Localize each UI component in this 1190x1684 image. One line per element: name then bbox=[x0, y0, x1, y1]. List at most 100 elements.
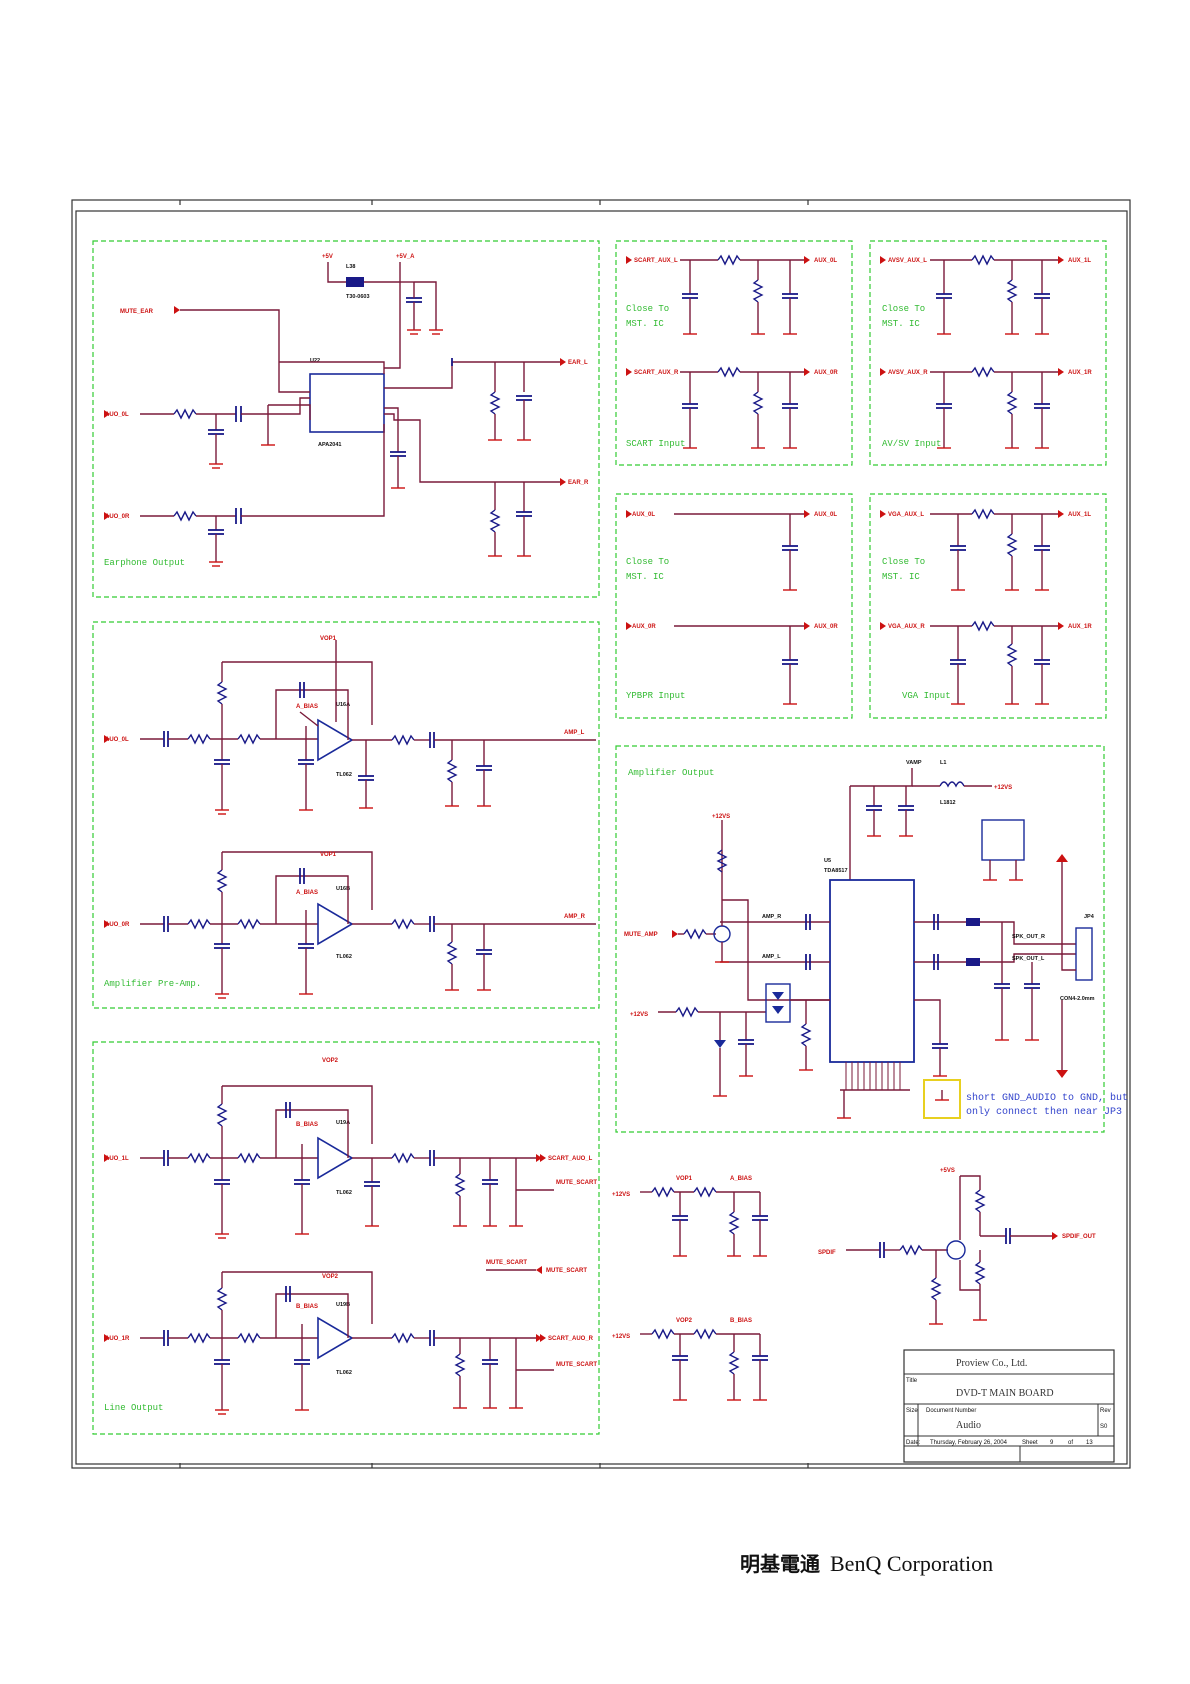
label-nets-vga-aux-r: VGA_AUX_R bbox=[888, 624, 925, 630]
block-label-preamp: Amplifier Pre-Amp. bbox=[104, 979, 201, 989]
block-label-ypbpr: YPBPR Input bbox=[626, 691, 685, 701]
net-5v: +5V bbox=[322, 254, 333, 260]
label-parts-l1: L1 bbox=[940, 760, 946, 766]
bias-generator-b: +12VS VOP2 B_BIAS bbox=[612, 1318, 768, 1401]
label-parts-u16b: U16B bbox=[336, 886, 350, 892]
label-nets-aux-1l: AUX_1L bbox=[1068, 258, 1091, 264]
net-ear-l: EAR_L bbox=[568, 360, 588, 366]
label-nets-avsv-aux-r: AVSV_AUX_R bbox=[888, 370, 928, 376]
jumper-j2 bbox=[981, 819, 1025, 861]
label-nets-amp-l: AMP_L bbox=[762, 954, 781, 960]
transistor-q18 bbox=[946, 1240, 966, 1260]
label-close-to-0: Close To bbox=[626, 304, 669, 314]
preamp-channel-r: AUO_0R U16B TL062 VOP1 A_BIAS bbox=[104, 851, 596, 999]
net-auo-0l: AUO_0L bbox=[105, 412, 129, 418]
preamp-channel-l: AUO_0L U16A TL062 A_BIAS bbox=[104, 640, 596, 815]
opamp-u16b bbox=[317, 902, 354, 946]
opamp-u16a bbox=[317, 718, 354, 762]
label-nets-spk-out-r: SPK_OUT_R bbox=[1012, 934, 1045, 940]
amplifier-output-block: Amplifier Output VAMP L1 L1812 +12VS U5 … bbox=[615, 745, 1128, 1133]
label-nets-a-bias: A_BIAS bbox=[296, 704, 318, 710]
label-title-block-doc-label: Document Number bbox=[926, 1408, 976, 1414]
note-line-2: only connect then near JP3 bbox=[966, 1106, 1122, 1118]
label-nets-p12vs: +12VS bbox=[612, 1192, 630, 1198]
ic-u22 bbox=[309, 373, 385, 433]
diode-d1 bbox=[765, 983, 791, 1023]
label-nets-avsv-aux-l: AVSV_AUX_L bbox=[888, 258, 927, 264]
opamp-u19b bbox=[317, 1316, 354, 1360]
scart-input-block: SCART Input Close To MST. IC SCART_AUX_L… bbox=[615, 240, 853, 466]
net-vamp: VAMP bbox=[906, 760, 922, 766]
net-amp-l: AMP_L bbox=[564, 730, 585, 736]
label-nets-vop2: VOP2 bbox=[322, 1058, 339, 1064]
label-nets-aux-0r: AUX_0R bbox=[632, 624, 656, 630]
title-board: DVD-T MAIN BOARD bbox=[956, 1388, 1054, 1399]
net-amp-r: AMP_R bbox=[564, 914, 586, 920]
label-parts-u5: U5 bbox=[824, 858, 831, 864]
label-parts-u16a: U16A bbox=[336, 702, 350, 708]
block-label-scart: SCART Input bbox=[626, 439, 685, 449]
block-label-earphone: Earphone Output bbox=[104, 558, 185, 568]
label-nets-vop1: VOP1 bbox=[676, 1176, 693, 1182]
label-nets-b-bias: B_BIAS bbox=[730, 1318, 752, 1324]
net-mute-amp: MUTE_AMP bbox=[624, 932, 658, 938]
label-nets-vga-aux-l: VGA_AUX_L bbox=[888, 512, 924, 518]
label-title-block-sheet-label: Sheet bbox=[1022, 1440, 1038, 1446]
block-label-vga: VGA Input bbox=[902, 691, 951, 701]
label-nets-aux-0l: AUX_0L bbox=[814, 512, 837, 518]
label-nets-b-bias: B_BIAS bbox=[296, 1304, 318, 1310]
note-highlight bbox=[923, 1079, 961, 1119]
ic-u22-part: APA2041 bbox=[318, 442, 341, 448]
net-mute-ear: MUTE_EAR bbox=[120, 309, 154, 315]
label-nets-b-bias: B_BIAS bbox=[296, 1122, 318, 1128]
net-mute-scart-b: MUTE_SCART bbox=[546, 1268, 587, 1274]
label-nets-amp-r: AMP_R bbox=[762, 914, 781, 920]
label-title-block-of-label: of bbox=[1068, 1440, 1073, 1446]
label-nets-mute-scart: MUTE_SCART bbox=[556, 1180, 597, 1186]
ic-u5 bbox=[829, 879, 915, 1063]
label-nets-aux-1r: AUX_1R bbox=[1068, 370, 1092, 376]
title-company: Proview Co., Ltd. bbox=[956, 1358, 1027, 1369]
label-parts-con4: CON4-2.0mm bbox=[1060, 996, 1095, 1002]
net-vop1-a: VOP1 bbox=[320, 636, 337, 642]
block-label-amp-out: Amplifier Output bbox=[628, 768, 714, 778]
ypbpr-input-block: YPBPR Input Close To MST. IC AUX_0L AUX_… bbox=[615, 493, 853, 719]
label-close-to-0: Close To bbox=[882, 557, 925, 567]
label-title-block-size-label: Size bbox=[906, 1408, 918, 1414]
label-close-to-1: MST. IC bbox=[626, 319, 664, 329]
label-nets-p12vs: +12VS bbox=[612, 1334, 630, 1340]
label-close-to-0: Close To bbox=[626, 557, 669, 567]
label-parts-u19a: U19A bbox=[336, 1120, 350, 1126]
title-block: Proview Co., Ltd. Title DVD-T MAIN BOARD… bbox=[903, 1349, 1115, 1463]
label-title-block-of: 13 bbox=[1086, 1440, 1093, 1446]
earphone-output-block: Earphone Output +5V +5V_A L38 T30-0603 U… bbox=[92, 240, 600, 598]
title-date: Thursday, February 26, 2004 bbox=[930, 1440, 1008, 1446]
label-nets-a-bias: A_BIAS bbox=[296, 890, 318, 896]
label-parts-l38: L38 bbox=[346, 264, 355, 270]
label-nets-aux-0l: AUX_0L bbox=[814, 258, 837, 264]
line-out-channel-l: VOP2 AUO_1L U19A TL062 B_BIAS bbox=[104, 1058, 597, 1239]
label-nets-p12vs: +12VS bbox=[712, 814, 730, 820]
label-parts-tl062: TL062 bbox=[336, 772, 352, 778]
label-nets-aux-0r: AUX_0R bbox=[814, 624, 838, 630]
bias-generator-a: +12VS VOP1 A_BIAS bbox=[612, 1176, 768, 1257]
net-auo-1r: AUO_1R bbox=[105, 1336, 130, 1342]
net-preamp-auo-0r: AUO_0R bbox=[105, 922, 130, 928]
line-output-block: Line Output VOP2 AUO_1L U19A TL062 B_BIA… bbox=[92, 1041, 600, 1435]
line-out-channel-r: VOP2 AUO_1R U19B TL062 B_BIAS bbox=[104, 1271, 597, 1415]
label-close-to-1: MST. IC bbox=[882, 572, 920, 582]
opamp-u19a bbox=[317, 1136, 354, 1180]
net-scart-auo-l: SCART_AUO_L bbox=[548, 1156, 593, 1162]
net-preamp-auo-0l: AUO_0L bbox=[105, 737, 129, 743]
label-parts-tl062: TL062 bbox=[336, 1190, 352, 1196]
vga-input-block: VGA Input Close To MST. IC VGA_AUX_L AUX… bbox=[869, 493, 1107, 719]
label-close-to-1: MST. IC bbox=[626, 572, 664, 582]
note-line-1: short GND_AUDIO to GND, but bbox=[966, 1092, 1128, 1104]
label-nets-a-bias: A_BIAS bbox=[730, 1176, 752, 1182]
net-auo-0r: AUO_0R bbox=[105, 514, 130, 520]
label-nets-p12vs: +12VS bbox=[994, 785, 1012, 791]
connector-jp4 bbox=[1075, 927, 1093, 981]
net-spdif-out: SPDIF_OUT bbox=[1062, 1234, 1096, 1240]
label-title-block-sheet: 9 bbox=[1050, 1440, 1054, 1446]
spdif-block: SPDIF +5VS SPDIF_OUT bbox=[818, 1168, 1096, 1325]
